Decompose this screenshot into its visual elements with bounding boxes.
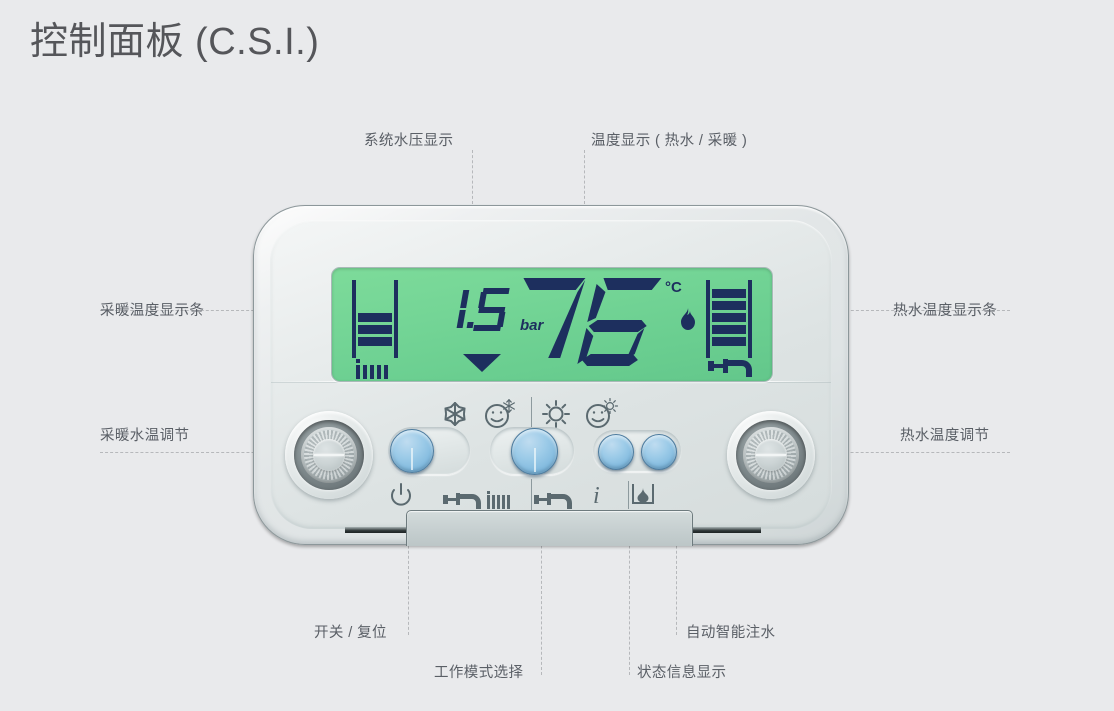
- leader-line-bottom-1: [408, 505, 409, 635]
- mode-button-pod: [490, 427, 574, 475]
- knob-face: [743, 427, 799, 483]
- flap-shadow-left: [345, 527, 407, 533]
- knob-face: [301, 427, 357, 483]
- down-triangle-icon: [463, 354, 501, 372]
- function-icon-row: i: [391, 483, 654, 509]
- callout-right-upper: 热水温度显示条: [893, 303, 998, 319]
- page-title: 控制面板 (C.S.I.): [30, 21, 320, 63]
- leader-line-right-lower: [790, 452, 1010, 453]
- info-i-icon: i: [593, 483, 600, 509]
- power-button-pod: [388, 427, 470, 475]
- smiley-sun-icon: [586, 398, 619, 428]
- lcd-content: bar °C: [352, 278, 752, 379]
- hotwater-temperature-bar: [706, 280, 752, 358]
- callout-top-left: 系统水压显示: [364, 133, 454, 149]
- callout-right-lower: 热水温度调节: [900, 428, 990, 444]
- leader-line-left-upper: [100, 310, 365, 311]
- button-tick: [411, 448, 413, 470]
- knob-indicator-mark: [314, 454, 344, 456]
- callout-bottom-4: 自动智能注水: [686, 625, 776, 641]
- sun-icon: [542, 400, 570, 428]
- power-button[interactable]: [390, 429, 434, 473]
- mode-icon-row: [444, 398, 619, 428]
- knob-cap: [313, 439, 345, 471]
- callout-bottom-1: 开关 / 复位: [314, 625, 387, 641]
- smiley-snowflake-icon: [485, 399, 515, 428]
- mode-button[interactable]: [511, 428, 558, 475]
- water-drop-bracket-icon: [632, 484, 654, 504]
- callout-left-upper: 采暖温度显示条: [100, 303, 205, 319]
- flame-icon: [681, 308, 695, 330]
- leader-line-right-upper: [740, 310, 1010, 311]
- function-divider-right: [628, 481, 629, 509]
- temperature-reading: [523, 278, 662, 366]
- function-divider-left: [531, 479, 532, 511]
- callout-left-lower: 采暖水温调节: [100, 428, 190, 444]
- lcd-display: bar °C: [331, 267, 773, 382]
- knob-ring: [736, 420, 806, 490]
- control-panel-device: bar °C: [253, 205, 849, 546]
- knob-ring: [294, 420, 364, 490]
- knob-indicator-mark: [756, 454, 786, 456]
- flap-shadow-right: [691, 527, 761, 533]
- radiator-icon: [356, 359, 388, 379]
- info-button[interactable]: [598, 434, 634, 470]
- bottom-access-flap[interactable]: [406, 510, 693, 546]
- temperature-unit-label: °C: [665, 279, 682, 296]
- pressure-reading: bar: [456, 288, 545, 334]
- heating-temperature-knob[interactable]: [285, 411, 373, 499]
- leader-line-bottom-2: [541, 505, 542, 675]
- faucet-icon: [708, 359, 752, 377]
- callout-top-right: 温度显示 ( 热水 / 采暖 ): [591, 133, 748, 149]
- mode-divider-upper: [531, 397, 532, 429]
- power-icon: [391, 483, 411, 506]
- hotwater-temperature-knob[interactable]: [727, 411, 815, 499]
- leader-line-left-lower: [100, 452, 305, 453]
- info-fill-button-pod: [593, 430, 681, 472]
- callout-bottom-3: 状态信息显示: [637, 665, 727, 681]
- fill-button[interactable]: [641, 434, 677, 470]
- leader-line-bottom-3: [629, 505, 630, 675]
- snowflake-icon: [444, 402, 466, 426]
- faucet-icon: [534, 493, 572, 509]
- leader-line-bottom-4: [676, 505, 677, 635]
- pressure-unit-label: bar: [520, 317, 545, 334]
- callout-bottom-2: 工作模式选择: [434, 665, 524, 681]
- heating-temperature-bar: [352, 280, 398, 358]
- button-tick: [533, 448, 536, 472]
- knob-cap: [755, 439, 787, 471]
- faucet-radiator-icon: [443, 491, 510, 509]
